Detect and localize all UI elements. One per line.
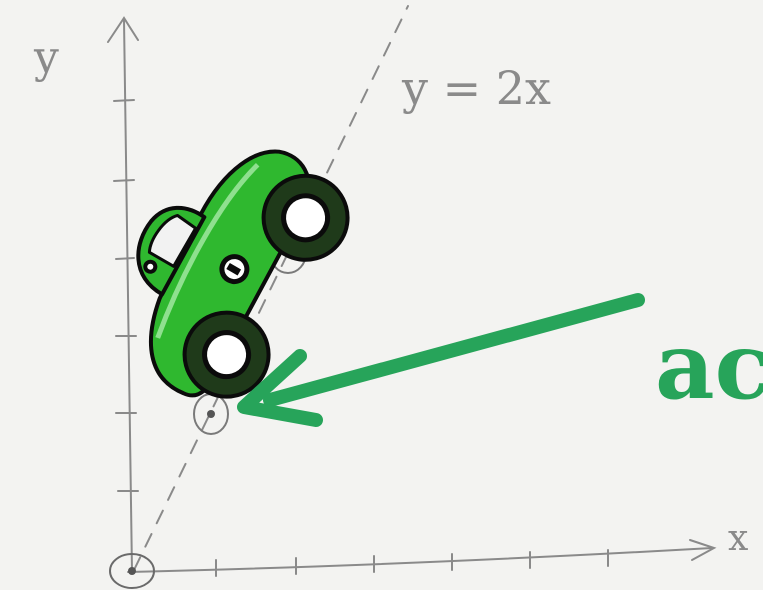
x-axis-arrowhead [689, 539, 717, 561]
x-axis [127, 539, 717, 577]
race-car-icon [136, 149, 350, 399]
arrow-shaft [263, 293, 645, 407]
driver-helmet [136, 205, 207, 297]
y-tick [113, 179, 135, 182]
car-front-wheel [261, 173, 350, 262]
car-highlight [155, 162, 260, 339]
line-equation-label: y = 2x [401, 61, 551, 115]
y-tick [113, 99, 135, 102]
car-number-badge [219, 254, 250, 285]
dashed-line-y-equals-2x [133, 5, 409, 571]
callout-word: ac [655, 312, 763, 420]
arrow-head [237, 349, 323, 427]
arrow-left-icon [237, 293, 645, 427]
y-axis-line [123, 19, 133, 573]
y-axis-arrowhead [107, 16, 139, 43]
x-axis-line [127, 547, 713, 573]
y-axis-label: y [33, 32, 59, 83]
car-rear-wheel [182, 310, 271, 399]
origin-point [109, 553, 155, 589]
y-axis [107, 16, 139, 573]
y-tick [115, 257, 135, 260]
x-axis-label: x [728, 518, 748, 559]
